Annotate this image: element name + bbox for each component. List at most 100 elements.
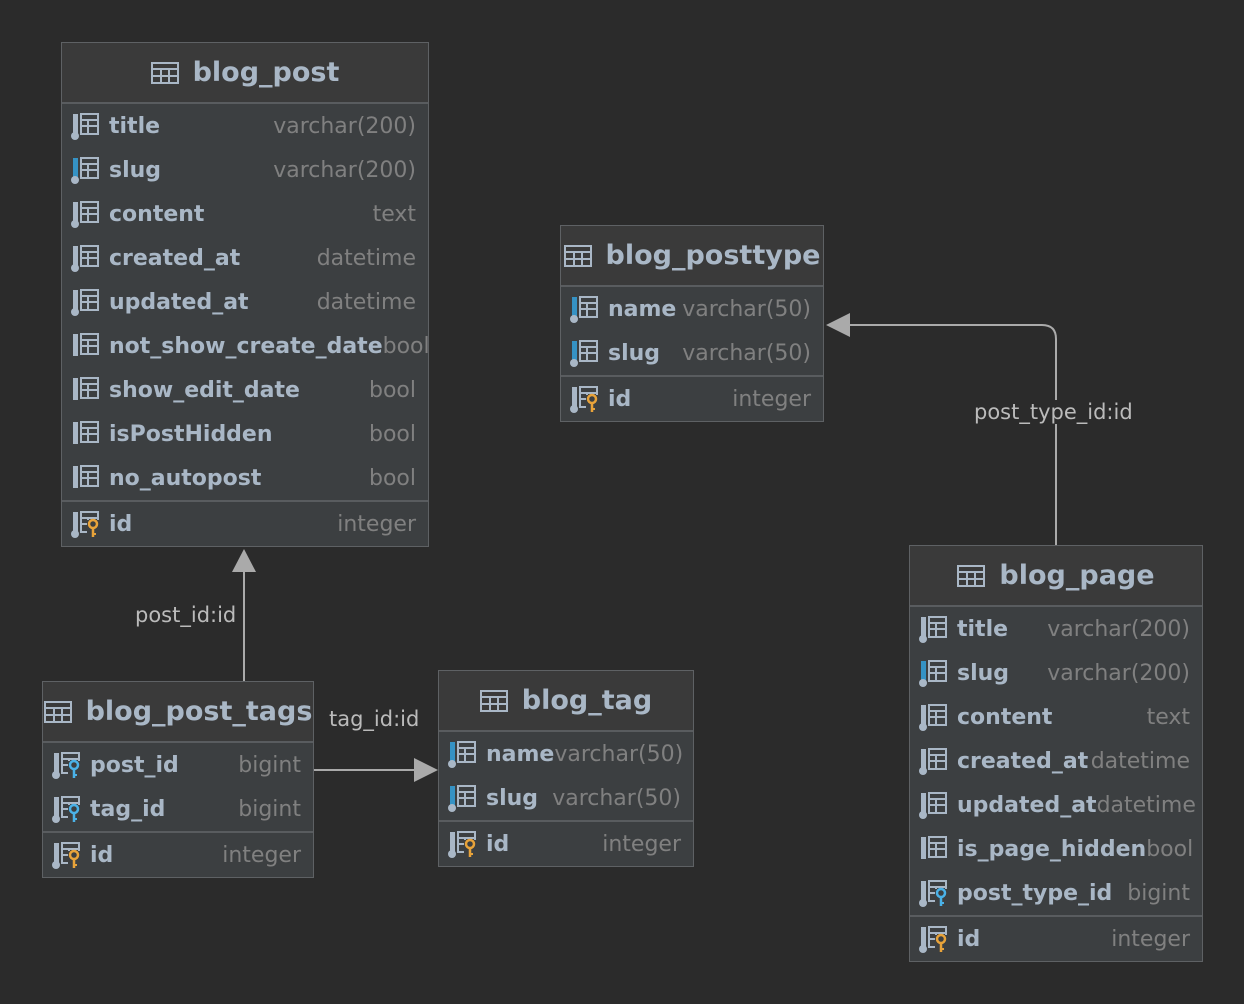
key-separator xyxy=(62,500,428,502)
column-name: post_id xyxy=(90,752,179,778)
table-header[interactable]: blog_post xyxy=(62,43,428,104)
column-icon xyxy=(71,112,101,140)
table-name: blog_post xyxy=(192,57,340,88)
column-name: slug xyxy=(109,157,162,183)
column-name: show_edit_date xyxy=(109,377,300,403)
column-type: bool xyxy=(369,377,416,403)
indexed-column-icon xyxy=(570,339,600,367)
column-name: content xyxy=(957,704,1053,730)
column-type: varchar(50) xyxy=(552,785,681,811)
column-icon xyxy=(919,615,949,643)
column-type: bool xyxy=(369,465,416,491)
column-name: tag_id xyxy=(90,796,166,822)
column-name: slug xyxy=(957,660,1010,686)
key-type: integer xyxy=(732,386,811,412)
key-separator xyxy=(910,915,1202,917)
key-row[interactable]: id integer xyxy=(62,502,428,546)
indexed-column-icon xyxy=(71,156,101,184)
key-row[interactable]: id integer xyxy=(910,917,1202,961)
relation-label-post: post_id:id xyxy=(133,603,239,627)
key-type: integer xyxy=(1111,926,1190,952)
edge-post-type-id[interactable] xyxy=(848,324,1057,545)
primary-key-icon xyxy=(570,385,600,413)
key-name: id xyxy=(109,511,133,537)
column-type: varchar(50) xyxy=(682,340,811,366)
primary-key-icon xyxy=(71,510,101,538)
column-type: datetime xyxy=(1096,792,1196,818)
table-icon xyxy=(150,61,179,84)
indexed-column-icon xyxy=(448,784,478,812)
column-type: varchar(200) xyxy=(273,113,416,139)
column-name: is_page_hidden xyxy=(957,836,1147,862)
column-icon xyxy=(71,244,101,272)
foreign-key-icon xyxy=(919,879,949,907)
column-icon xyxy=(71,288,101,316)
table-icon xyxy=(479,689,508,712)
column-row[interactable]: show_edit_date bool xyxy=(62,368,428,412)
key-separator xyxy=(561,375,823,377)
column-type: bigint xyxy=(1127,880,1190,906)
column-name: name xyxy=(608,296,677,322)
relation-label-posttype: post_type_id:id xyxy=(972,400,1135,424)
column-name: slug xyxy=(486,785,539,811)
key-row[interactable]: id integer xyxy=(439,822,693,866)
column-type: varchar(50) xyxy=(682,296,811,322)
table-icon xyxy=(563,244,592,267)
column-name: isPostHidden xyxy=(109,421,273,447)
table-header[interactable]: blog_post_tags xyxy=(43,682,313,743)
key-name: id xyxy=(486,831,510,857)
indexed-column-icon xyxy=(919,659,949,687)
table-header[interactable]: blog_page xyxy=(910,546,1202,607)
column-type: datetime xyxy=(316,289,416,315)
column-icon xyxy=(919,703,949,731)
column-type: varchar(200) xyxy=(1047,616,1190,642)
arrowhead-tag-id xyxy=(414,758,438,782)
column-type: text xyxy=(1146,704,1190,730)
table-header[interactable]: blog_tag xyxy=(439,671,693,732)
column-type: datetime xyxy=(316,245,416,271)
table-icon xyxy=(957,564,986,587)
column-row[interactable]: content text xyxy=(910,695,1202,739)
column-row[interactable]: slug varchar(50) xyxy=(561,331,823,375)
key-name: id xyxy=(957,926,981,952)
primary-key-icon xyxy=(52,841,82,869)
key-name: id xyxy=(90,842,114,868)
column-icon xyxy=(71,420,101,448)
indexed-column-icon xyxy=(448,740,478,768)
key-type: integer xyxy=(602,831,681,857)
column-name: slug xyxy=(608,340,661,366)
foreign-key-icon xyxy=(52,795,82,823)
column-row[interactable]: slug varchar(50) xyxy=(439,776,693,820)
key-type: integer xyxy=(337,511,416,537)
column-type: bool xyxy=(382,333,430,359)
table-header[interactable]: blog_posttype xyxy=(561,226,823,287)
table-name: blog_tag xyxy=(521,685,653,716)
table-name: blog_post_tags xyxy=(85,696,313,727)
primary-key-icon xyxy=(919,925,949,953)
